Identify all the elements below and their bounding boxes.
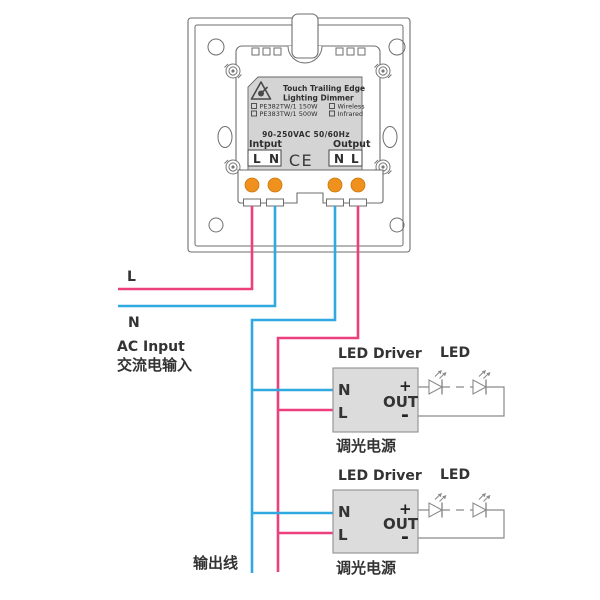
ac-input-labels: L N AC Input 交流电输入 xyxy=(117,269,192,374)
live-output-wire xyxy=(276,206,360,572)
led-loop-wire xyxy=(418,386,505,417)
ac-input-caption-zh: 交流电输入 xyxy=(117,356,192,374)
vent-slots xyxy=(251,47,366,56)
input-terminal-l-label: L xyxy=(253,152,261,166)
driver2-caption-zh: 调光电源 xyxy=(336,559,396,577)
led-icon xyxy=(472,492,492,519)
led-driver-1: LED Driver LED N L OUT + - 调光电源 xyxy=(332,345,505,455)
driver2-led-caption: LED xyxy=(440,467,470,483)
output-line-caption: 输出线 xyxy=(193,554,238,572)
plate-hole xyxy=(389,217,405,233)
screw-terminal-n-in xyxy=(267,177,283,193)
mount-slot xyxy=(382,126,398,148)
led-loop-wire xyxy=(418,509,505,539)
neutral-input-wire xyxy=(118,206,277,308)
brand-logo-icon xyxy=(250,81,272,100)
led-icon xyxy=(428,492,448,519)
driver1-box xyxy=(332,367,419,433)
mount-slot xyxy=(217,126,233,148)
wire-entry xyxy=(243,198,261,207)
option-2: Infrared xyxy=(338,110,364,118)
led-icon xyxy=(472,369,492,396)
checkbox-icon xyxy=(251,103,257,109)
driver2-plus: + xyxy=(399,500,412,518)
neutral-wire-label: N xyxy=(128,315,140,331)
option-1: Wireless xyxy=(338,103,366,111)
wire-entry xyxy=(326,198,344,207)
terminal-block xyxy=(237,169,384,207)
ce-mark: CE xyxy=(289,151,313,170)
model-1: PE382TW/1 150W xyxy=(260,103,319,111)
model-2: PE383TW/1 500W xyxy=(260,110,319,118)
screw-terminal-n-out xyxy=(327,177,343,193)
wire-entry xyxy=(266,198,284,207)
led-icon xyxy=(428,369,448,396)
input-terminal-box xyxy=(247,149,282,167)
checkbox-icon xyxy=(251,110,257,117)
checkbox-icon xyxy=(329,103,335,109)
driver1-l: L xyxy=(338,404,348,422)
driver2-title: LED Driver xyxy=(338,468,422,484)
checkbox-icon xyxy=(329,110,335,117)
top-clip xyxy=(291,13,319,59)
plate-hole xyxy=(388,38,406,56)
driver1-minus: - xyxy=(401,404,409,426)
brand-title-line1: Touch Trailing Edge xyxy=(283,84,365,93)
driver1-out: OUT xyxy=(383,393,419,411)
ac-input-caption-en: AC Input xyxy=(117,339,185,355)
screw-terminal-l-in xyxy=(244,177,260,193)
input-terminal-n-label: N xyxy=(269,152,279,166)
brand-title-line2: Lighting Dimmer xyxy=(283,94,354,103)
voltage-rating: 90-250VAC 50/60Hz xyxy=(262,130,350,139)
driver1-led-caption: LED xyxy=(440,345,470,361)
driver1-led-circuit xyxy=(418,369,505,417)
output-label: Output xyxy=(333,139,371,150)
driver2-led-circuit xyxy=(418,492,505,539)
plate-hole xyxy=(208,217,224,233)
input-label: Intput xyxy=(249,139,282,150)
driver1-plus: + xyxy=(399,377,412,395)
driver1-title: LED Driver xyxy=(338,346,422,362)
driver1-n: N xyxy=(338,381,351,399)
driver2-out: OUT xyxy=(383,515,419,533)
driver2-n: N xyxy=(338,503,351,521)
output-terminal-n-label: N xyxy=(334,152,344,166)
output-terminal-box xyxy=(328,149,363,167)
wires xyxy=(118,206,360,573)
driver2-box xyxy=(332,489,419,554)
neutral-output-wire xyxy=(250,206,337,573)
plate-hole xyxy=(207,38,225,56)
driver1-caption-zh: 调光电源 xyxy=(336,437,396,455)
led-driver-2: LED Driver LED N L OUT + - 调光电源 xyxy=(332,467,505,577)
driver2-l: L xyxy=(338,526,348,544)
output-terminal-l-label: L xyxy=(351,152,359,166)
dimmer-switch: Touch Trailing Edge Lighting Dimmer PE38… xyxy=(187,13,411,253)
wire-entry xyxy=(349,198,367,207)
live-input-wire xyxy=(118,206,254,291)
live-wire-label: L xyxy=(127,269,136,285)
driver2-minus: - xyxy=(401,526,409,548)
rating-label: Touch Trailing Edge Lighting Dimmer PE38… xyxy=(247,76,371,171)
screw-terminal-l-out xyxy=(350,177,366,193)
